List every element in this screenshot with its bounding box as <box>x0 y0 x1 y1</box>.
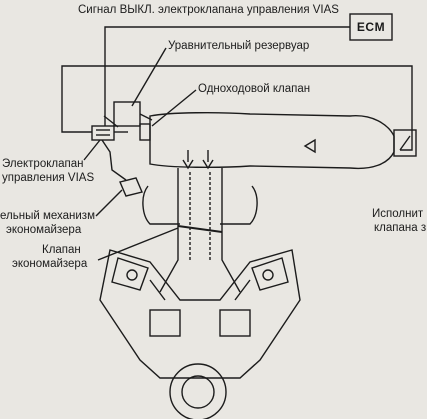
vias-solenoid-valve <box>91 125 115 141</box>
leader-check-valve <box>151 89 197 127</box>
engine-block <box>99 249 301 379</box>
label-right-line2: клапана з <box>374 222 427 234</box>
label-actuator-line2: экономайзера <box>6 224 82 236</box>
runner-arrow-left <box>182 159 194 170</box>
piston-right <box>219 309 251 337</box>
label-economizer-valve-line2: экономайзера <box>12 258 88 270</box>
intake-collector <box>149 112 395 170</box>
economizer-actuator <box>119 177 143 197</box>
leader-actuator <box>95 189 123 217</box>
cylinder-head-right <box>251 257 289 291</box>
plenum <box>142 185 258 225</box>
runner-arrow-right <box>202 159 214 170</box>
economizer-valve <box>177 225 223 233</box>
label-actuator-line1: ельный механизм <box>0 210 95 222</box>
signal-wire <box>104 26 350 126</box>
leader-solenoid <box>83 139 101 161</box>
actuator-hose <box>101 139 127 181</box>
cylinder-head-left <box>111 257 149 291</box>
surge-tank <box>113 101 141 127</box>
label-economizer-valve-line1: Клапан <box>42 244 81 256</box>
airflow-arrow <box>303 138 316 154</box>
ecm-label: ECM <box>356 20 386 34</box>
label-right-line1: Исполнит <box>372 208 424 220</box>
label-signal-off: Сигнал ВЫКЛ. электроклапана управления V… <box>78 4 339 16</box>
label-solenoid-line1: Электроклапан <box>2 158 84 170</box>
label-check-valve: Одноходовой клапан <box>198 83 311 95</box>
vacuum-hose-loop <box>61 65 413 151</box>
leader-economizer <box>97 227 179 261</box>
label-solenoid-line2: управления VIAS <box>2 172 95 184</box>
piston-left <box>149 309 181 337</box>
check-valve <box>139 123 151 141</box>
throttle-body <box>393 129 417 157</box>
label-surge-tank: Уравнительный резервуар <box>168 40 310 52</box>
leader-surge <box>103 115 119 128</box>
crankshaft <box>169 363 227 419</box>
